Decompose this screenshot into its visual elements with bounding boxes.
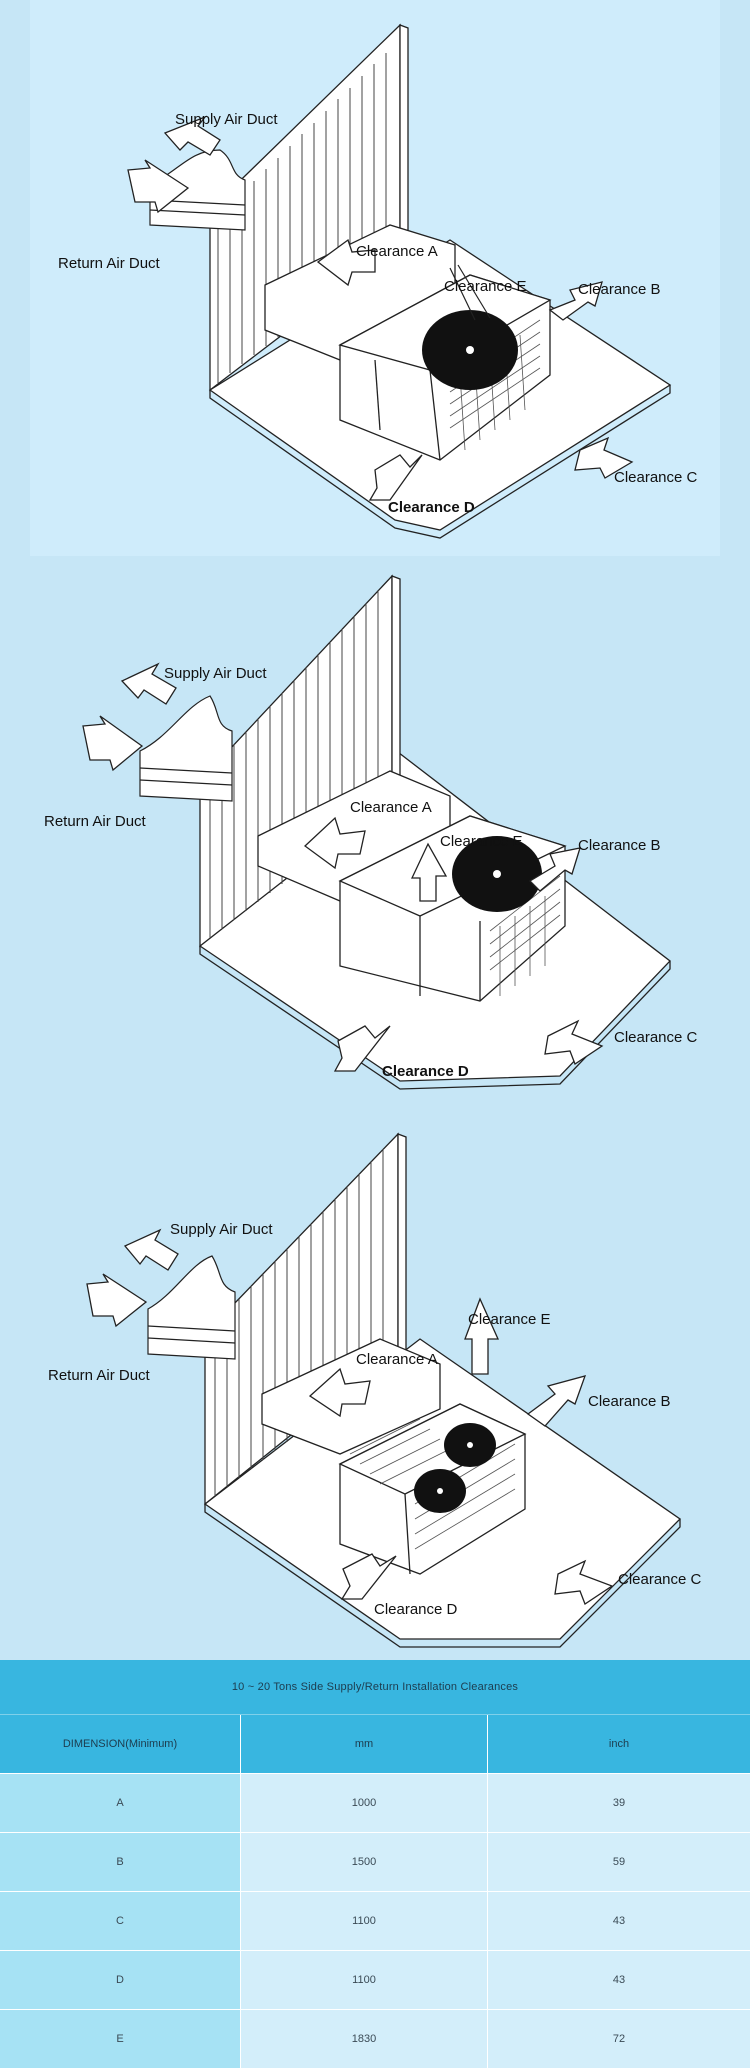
clearance-d-label: Clearance D xyxy=(382,1063,469,1080)
clearance-c-arrow-icon xyxy=(574,436,634,479)
table-row: C 1100 43 xyxy=(0,1891,750,1950)
table-row: B 1500 59 xyxy=(0,1832,750,1891)
table-row: D 1100 43 xyxy=(0,1950,750,2009)
clearance-d-arrow-icon xyxy=(340,1553,397,1600)
header-inch: inch xyxy=(608,1738,630,1750)
clearance-c-label: Clearance C xyxy=(614,469,698,486)
cell-dimension: C xyxy=(0,1892,241,1950)
cell-mm: 1830 xyxy=(241,2010,488,2068)
unit-grille xyxy=(349,1418,516,1550)
installation-diagram-1: Supply Air Duct Return Air Duct Clearanc… xyxy=(58,23,698,539)
supply-arrow-icon xyxy=(120,662,177,705)
clearance-b-arrow-icon xyxy=(528,847,581,892)
cell-dimension: B xyxy=(0,1833,241,1891)
clearance-e-label: Clearance E xyxy=(440,833,523,850)
return-arrow-icon xyxy=(82,715,144,772)
cell-mm: 1500 xyxy=(241,1833,488,1891)
header-mm: mm xyxy=(241,1715,488,1773)
clearance-b-label: Clearance B xyxy=(588,1393,671,1410)
clearance-a-arrow-icon xyxy=(303,816,366,870)
clearance-e-arrow-icon xyxy=(464,1297,500,1375)
table-row: E 1830 72 xyxy=(0,2009,750,2068)
clearance-b-label: Clearance B xyxy=(578,837,661,854)
clearance-d-arrow-icon xyxy=(368,454,423,501)
clearance-e-arrow-icon xyxy=(410,842,448,902)
clearance-a-label: Clearance A xyxy=(356,1351,438,1368)
clearance-b-arrow-icon xyxy=(526,1375,587,1427)
cell-mm: 1100 xyxy=(241,1892,488,1950)
return-arrow-icon xyxy=(86,1273,148,1328)
installation-diagram-2: Supply Air Duct Return Air Duct Clearanc… xyxy=(44,574,698,1090)
return-arrow-icon xyxy=(127,159,190,214)
supply-arrow-icon xyxy=(163,115,221,156)
cell-inch: 43 xyxy=(488,1892,750,1950)
supply-air-duct-label: Supply Air Duct xyxy=(170,1221,273,1238)
coil-grille xyxy=(489,875,561,996)
clearance-a-label: Clearance A xyxy=(350,799,432,816)
return-air-duct-label: Return Air Duct xyxy=(48,1367,151,1384)
clearance-table: 10 ~ 20 Tons Side Supply/Return Installa… xyxy=(0,1660,750,2068)
clearance-b-label: Clearance B xyxy=(578,281,661,298)
supply-air-duct-label: Supply Air Duct xyxy=(164,665,267,682)
cell-dimension: A xyxy=(0,1774,241,1832)
table-title: 10 ~ 20 Tons Side Supply/Return Installa… xyxy=(0,1660,750,1714)
clearance-e-label: Clearance E xyxy=(444,278,527,295)
return-air-duct-label: Return Air Duct xyxy=(58,255,161,272)
clearance-c-label: Clearance C xyxy=(614,1029,698,1046)
clearance-d-label: Clearance D xyxy=(374,1601,458,1618)
table-row: A 1000 39 xyxy=(0,1773,750,1832)
clearance-b-arrow-icon xyxy=(548,281,603,321)
cell-mm: 1100 xyxy=(241,1951,488,2009)
diagram-panel-1: Supply Air Duct Return Air Duct Clearanc… xyxy=(30,0,720,556)
clearance-c-arrow-icon xyxy=(544,1019,604,1065)
supply-arrow-icon xyxy=(123,1228,179,1271)
cell-dimension: D xyxy=(0,1951,241,2009)
clearance-c-arrow-icon xyxy=(554,1559,614,1605)
clearance-a-arrow-icon xyxy=(308,1367,371,1418)
clearance-a-arrow-icon xyxy=(316,238,376,287)
header-dimension: DIMENSION(Minimum) xyxy=(0,1715,241,1773)
supply-air-duct-label: Supply Air Duct xyxy=(175,111,278,128)
return-air-duct-label: Return Air Duct xyxy=(44,813,147,830)
cell-inch: 43 xyxy=(488,1951,750,2009)
ducts xyxy=(147,1255,236,1360)
clearance-e-label: Clearance E xyxy=(468,1311,551,1328)
table-header-row: DIMENSION(Minimum) mm inch xyxy=(0,1714,750,1773)
diagram-panel-3: Supply Air Duct Return Air Duct Clearanc… xyxy=(0,1124,750,1660)
cell-dimension: E xyxy=(0,2010,241,2068)
cell-inch: 72 xyxy=(488,2010,750,2068)
cell-mm: 1000 xyxy=(241,1774,488,1832)
cell-inch: 39 xyxy=(488,1774,750,1832)
installation-diagram-3: Supply Air Duct Return Air Duct Clearanc… xyxy=(48,1132,702,1648)
ducts xyxy=(139,695,233,802)
clearance-d-arrow-icon xyxy=(333,1025,391,1072)
clearance-c-label: Clearance C xyxy=(618,1571,702,1588)
cell-inch: 59 xyxy=(488,1833,750,1891)
diagram-panel-2: Supply Air Duct Return Air Duct Clearanc… xyxy=(0,556,722,1124)
clearance-a-label: Clearance A xyxy=(356,243,438,260)
clearance-d-label: Clearance D xyxy=(388,499,475,516)
